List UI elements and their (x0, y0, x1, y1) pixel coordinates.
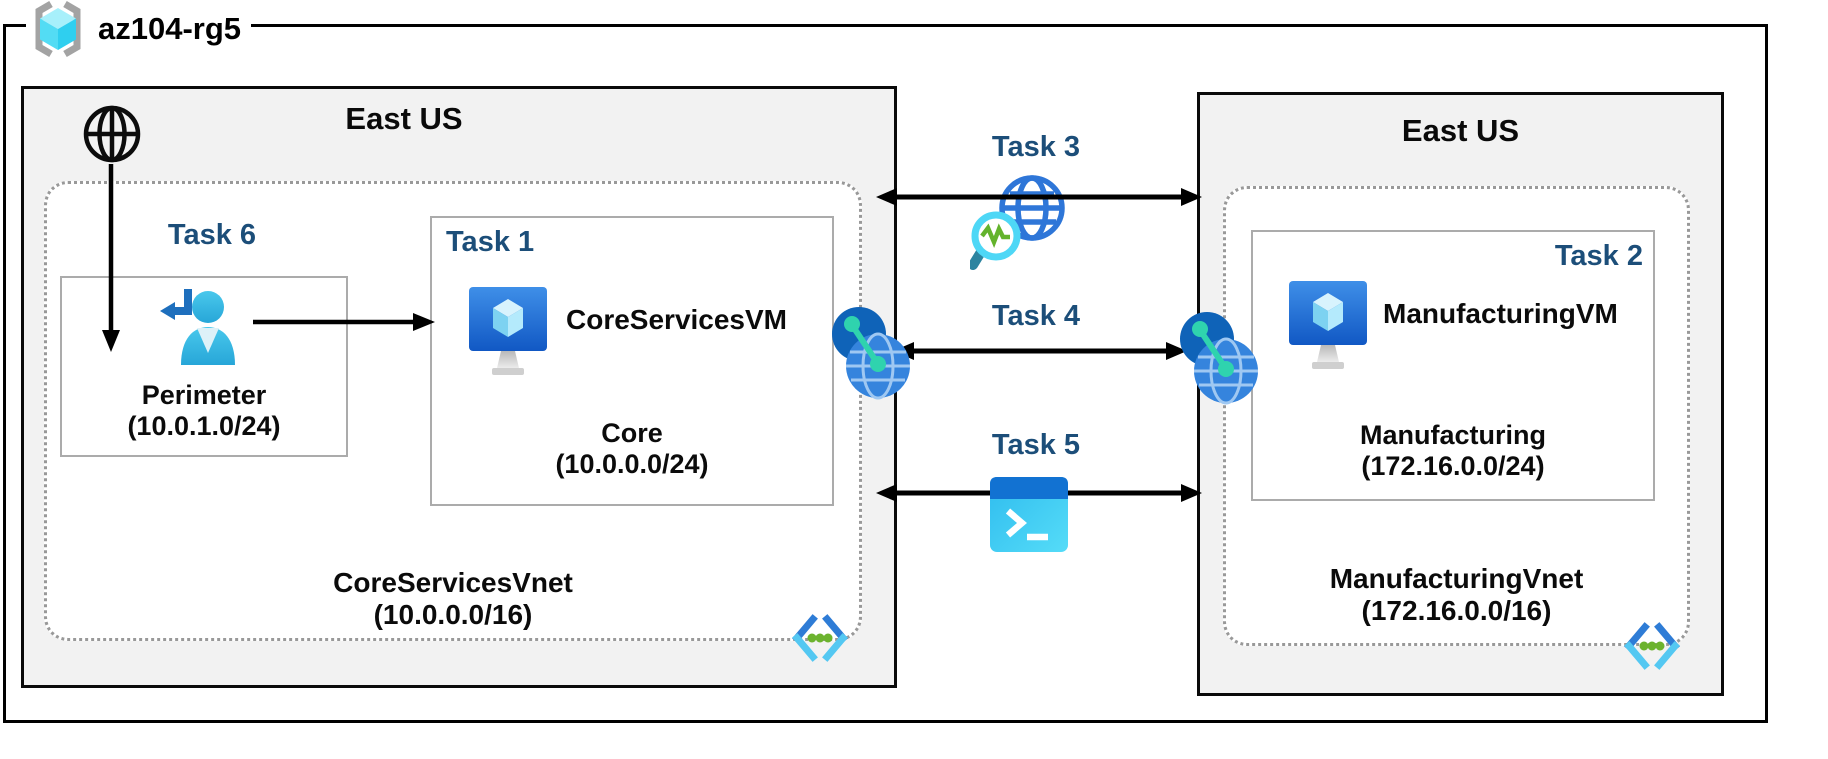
vnet-cidr: (10.0.0.0/16) (373, 599, 533, 631)
left-region-location-label: East US (345, 101, 463, 136)
virtual-network-icon (792, 614, 848, 662)
manufacturing-subnet-label: Manufacturing (172.16.0.0/24) (1253, 420, 1653, 483)
manufacturing-vnet-label: ManufacturingVnet (172.16.0.0/16) (1226, 563, 1687, 628)
virtual-network-icon (1624, 622, 1680, 670)
vnet-peering-icon (832, 307, 910, 400)
cloud-shell-icon (990, 477, 1068, 552)
vnet-peering-icon (1180, 312, 1258, 405)
resource-group-header: az104-rg5 (26, 0, 252, 58)
region-right-east-us: East US ManufacturingVnet (172.16.0.0/16… (1197, 92, 1724, 696)
internet-to-perimeter-arrow (102, 164, 120, 352)
subnet-cidr: (172.16.0.0/24) (1361, 451, 1545, 482)
subnet-cidr: (10.0.0.0/24) (555, 449, 709, 480)
vm-name: CoreServicesVM (566, 304, 788, 335)
virtual-machine-icon (1289, 281, 1367, 369)
task2-vm-box: Task 2 ManufacturingVM (1251, 230, 1655, 501)
resource-group-box (3, 24, 1768, 723)
task1-label: Task 1 (446, 226, 535, 258)
perimeter-subnet-box: Perimeter (10.0.1.0/24) (60, 276, 348, 457)
task5-label: Task 5 (991, 429, 1081, 461)
task4-label: Task 4 (991, 300, 1081, 332)
subnet-name: Core (601, 418, 663, 448)
region-left-east-us: East US CoreServicesVnet (10.0.0.0/16) (21, 86, 897, 688)
resource-group-name: az104-rg5 (98, 11, 242, 46)
virtual-machine-icon (469, 287, 547, 375)
resource-group-icon (35, 0, 81, 58)
subnet-name: Manufacturing (1360, 420, 1546, 450)
task3-connection-arrow (876, 188, 1202, 206)
core-subnet-label: Core (10.0.0.0/24) (432, 418, 832, 481)
vm-name: ManufacturingVM (1383, 298, 1618, 329)
internet-icon (83, 105, 141, 163)
subnet-cidr: (10.0.1.0/24) (127, 411, 281, 442)
vnet-cidr: (172.16.0.0/16) (1361, 595, 1552, 627)
task1-vm-box: Task 1 CoreServicesVM C (430, 216, 834, 506)
vnet-name: ManufacturingVnet (1329, 563, 1584, 594)
core-services-vnet-label: CoreServicesVnet (10.0.0.0/16) (47, 567, 859, 632)
task4-connection-arrow (893, 342, 1187, 360)
task3-label: Task 3 (991, 131, 1081, 163)
perimeter-to-vm-arrow (253, 313, 435, 331)
vnet-name: CoreServicesVnet (333, 567, 573, 598)
network-watcher-icon (970, 175, 1065, 270)
task2-label: Task 2 (1554, 240, 1643, 272)
subnet-name: Perimeter (141, 380, 267, 410)
user-signin-icon (160, 289, 235, 365)
perimeter-subnet-label: Perimeter (10.0.1.0/24) (62, 380, 346, 443)
task6-label: Task 6 (167, 219, 257, 251)
right-region-location-label: East US (1401, 113, 1520, 148)
